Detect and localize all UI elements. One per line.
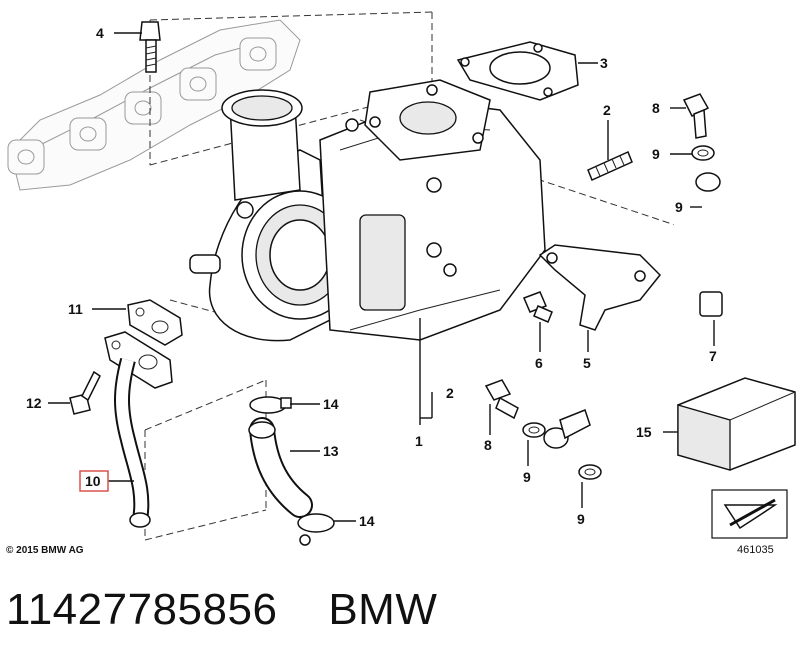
- bolt-part-8-lower: [484, 379, 519, 420]
- gaskets-part-11: [104, 299, 183, 389]
- clamp-upper: [249, 396, 292, 414]
- copyright-text: © 2015 BMW AG: [6, 545, 84, 556]
- callout-14-upper: 14: [323, 396, 339, 412]
- callout-2-upper: 2: [603, 102, 611, 118]
- callout-3: 3: [600, 55, 608, 71]
- gasket-box: [677, 377, 796, 471]
- oil-return-pipe: [114, 357, 151, 528]
- callout-5: 5: [583, 355, 591, 371]
- callout-labels: 4 3 2 8 9 9 11 6 5 7 2 12 14 15 1 8 13 9…: [26, 25, 717, 529]
- bolt-part-12: [69, 370, 101, 415]
- callout-14-lower: 14: [359, 513, 375, 529]
- callout-9-lower-a: 9: [523, 469, 531, 485]
- callout-2-lower: 2: [446, 385, 454, 401]
- part-number: 11427785856: [6, 585, 278, 634]
- callout-10-highlight: [79, 470, 109, 492]
- callout-1: 1: [415, 433, 423, 449]
- callout-10: 10: [85, 473, 101, 489]
- bolt-part-4: [139, 21, 161, 73]
- clamp-lower: [297, 513, 335, 546]
- diagram-reference-number: 461035: [737, 544, 774, 556]
- leader-lines: [48, 32, 715, 522]
- hose-part: [248, 417, 313, 518]
- callout-13: 13: [323, 443, 339, 459]
- oil-line: [543, 172, 783, 449]
- gasket-part: [456, 41, 579, 101]
- callout-9-upper-a: 9: [652, 146, 660, 162]
- callout-11: 11: [68, 301, 83, 317]
- callout-8-lower: 8: [484, 437, 492, 453]
- callout-15: 15: [636, 424, 652, 440]
- ref-icon-box: [711, 489, 788, 539]
- washers-lower: [522, 422, 602, 480]
- callout-6: 6: [535, 355, 543, 371]
- callout-9-lower-b: 9: [577, 511, 585, 527]
- exhaust-manifold: [7, 19, 301, 191]
- turbocharger: [189, 79, 546, 342]
- bolt-part-6: [523, 291, 553, 323]
- callout-8-upper: 8: [652, 100, 660, 116]
- callout-9-upper-b: 9: [675, 199, 683, 215]
- callout-4: 4: [96, 25, 104, 41]
- callout-12: 12: [26, 395, 42, 411]
- bracket-part: [538, 244, 662, 331]
- stud-part: [587, 150, 633, 182]
- bolt-part-8-upper: [682, 93, 710, 139]
- callout-7: 7: [709, 348, 717, 364]
- part-number-line: 11427785856 BMW: [6, 585, 437, 635]
- brand-name: BMW: [328, 585, 438, 634]
